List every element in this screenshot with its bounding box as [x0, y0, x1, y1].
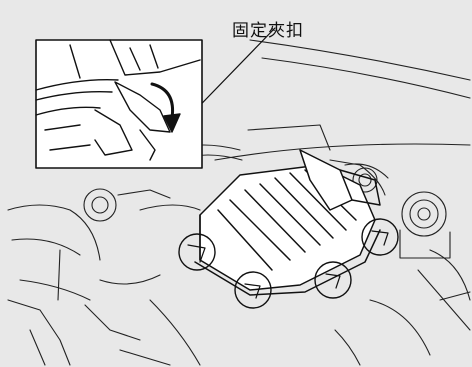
- callout-label: 固定夾扣: [232, 21, 304, 41]
- air-cleaner-housing: [194, 149, 381, 296]
- clip-marker-bottom-left: [234, 271, 272, 309]
- engine-bay-background: [7, 39, 471, 366]
- clip-closeup-inset: [35, 39, 203, 169]
- clip-marker-right: [361, 218, 399, 256]
- clip-marker-left: [178, 233, 216, 271]
- clip-marker-bottom-right: [314, 261, 352, 299]
- rotation-arrow-icon: [150, 82, 181, 133]
- clip-markers: [178, 218, 399, 309]
